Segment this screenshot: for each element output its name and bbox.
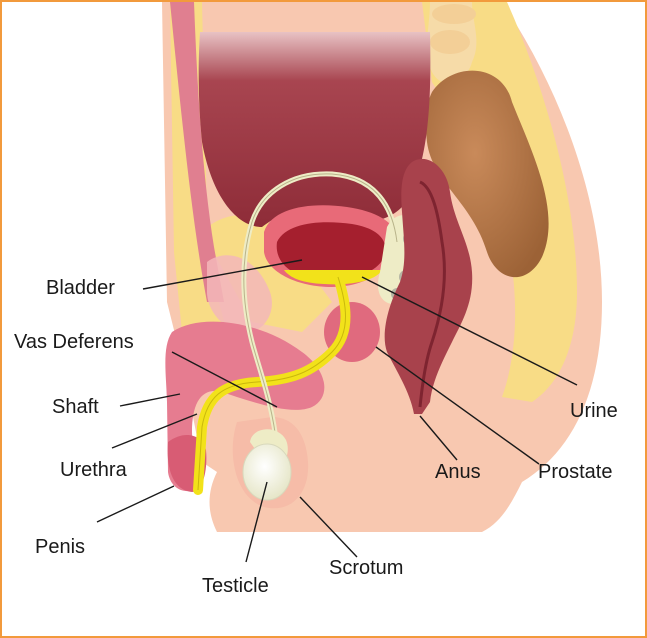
- label-scrotum: Scrotum: [329, 557, 403, 579]
- label-testicle: Testicle: [202, 575, 269, 597]
- vertebra: [432, 4, 476, 24]
- label-shaft: Shaft: [52, 396, 99, 418]
- bladder-outer: [199, 32, 431, 227]
- label-urethra: Urethra: [60, 459, 128, 481]
- vertebra: [430, 30, 470, 54]
- label-vas-deferens: Vas Deferens: [14, 331, 134, 353]
- label-penis: Penis: [35, 536, 85, 558]
- leader-penis: [97, 486, 174, 522]
- label-prostate: Prostate: [538, 461, 612, 483]
- label-anus: Anus: [435, 461, 481, 483]
- label-urine: Urine: [570, 400, 618, 422]
- testicle-shape: [243, 444, 291, 500]
- label-bladder: Bladder: [46, 277, 115, 299]
